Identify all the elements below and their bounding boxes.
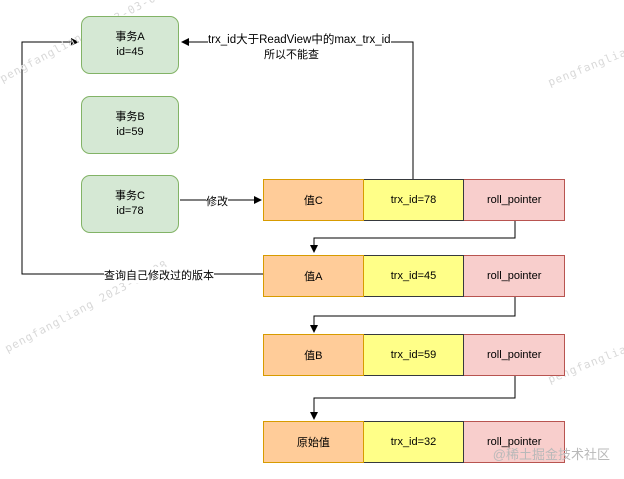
roll-arrow-2 [310,297,516,333]
version-row-b: 值B trx_id=59 roll_pointer [263,334,566,376]
version-trx-id: trx_id=32 [363,421,465,463]
modify-label: 修改 [206,193,228,209]
version-roll-pointer: roll_pointer [464,179,566,221]
version-roll-pointer: roll_pointer [464,255,566,297]
version-row-c: 值C trx_id=78 roll_pointer [263,179,566,221]
note-label-line1: trx_id大于ReadView中的max_trx_id [208,31,391,47]
roll-arrow-1 [310,221,516,253]
transaction-b-box: 事务B id=59 [81,96,179,154]
version-row-a: 值A trx_id=45 roll_pointer [263,255,566,297]
version-value: 原始值 [263,421,364,463]
transaction-name: 事务A [115,31,145,43]
version-trx-id: trx_id=59 [363,334,465,376]
transaction-id: id=78 [116,205,144,217]
transaction-id: id=59 [116,126,144,138]
version-value: 值C [263,179,364,221]
transaction-name: 事务C [115,190,145,202]
query-own-label: 查询自己修改过的版本 [104,267,214,283]
version-roll-pointer: roll_pointer [464,421,566,463]
note-arrow [181,38,414,179]
version-value: 值B [263,334,364,376]
version-row-original: 原始值 trx_id=32 roll_pointer [263,421,566,463]
version-trx-id: trx_id=78 [363,179,465,221]
roll-arrow-3 [310,376,516,420]
version-value: 值A [263,255,364,297]
transaction-name: 事务B [115,111,145,123]
transaction-c-box: 事务C id=78 [81,175,179,233]
transaction-id: id=45 [116,46,144,58]
version-roll-pointer: roll_pointer [464,334,566,376]
brand-watermark: @稀土掘金技术社区 [492,447,610,462]
query-own-arrow [21,38,263,275]
transaction-a-box: 事务A id=45 [81,16,179,74]
version-trx-id: trx_id=45 [363,255,465,297]
note-label-line2: 所以不能查 [264,46,319,62]
